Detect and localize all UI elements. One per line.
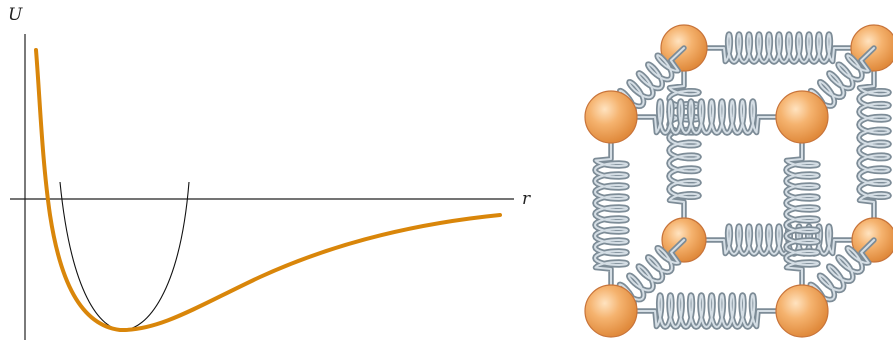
atom-front-bottom-left <box>584 284 638 338</box>
spring-front-top <box>608 98 805 136</box>
atom-spring-lattice-model <box>584 24 893 338</box>
potential-energy-curve <box>34 48 502 333</box>
spring-front-bottom <box>608 292 805 330</box>
harmonic-approximation-parabola <box>59 181 190 331</box>
atom-front-top-left <box>584 90 638 144</box>
spring-back-right <box>856 45 892 243</box>
y-axis-label: U <box>8 5 23 25</box>
atom-front-top-right <box>775 90 829 144</box>
atom-front-bottom-right <box>775 284 829 338</box>
spring-front-right <box>783 114 821 314</box>
potential-energy-plot: U r <box>8 5 531 340</box>
spring-back-top <box>681 31 877 65</box>
spring-back-bottom <box>681 223 877 257</box>
spring-front-left <box>592 114 630 314</box>
x-axis-label: r <box>522 189 531 209</box>
